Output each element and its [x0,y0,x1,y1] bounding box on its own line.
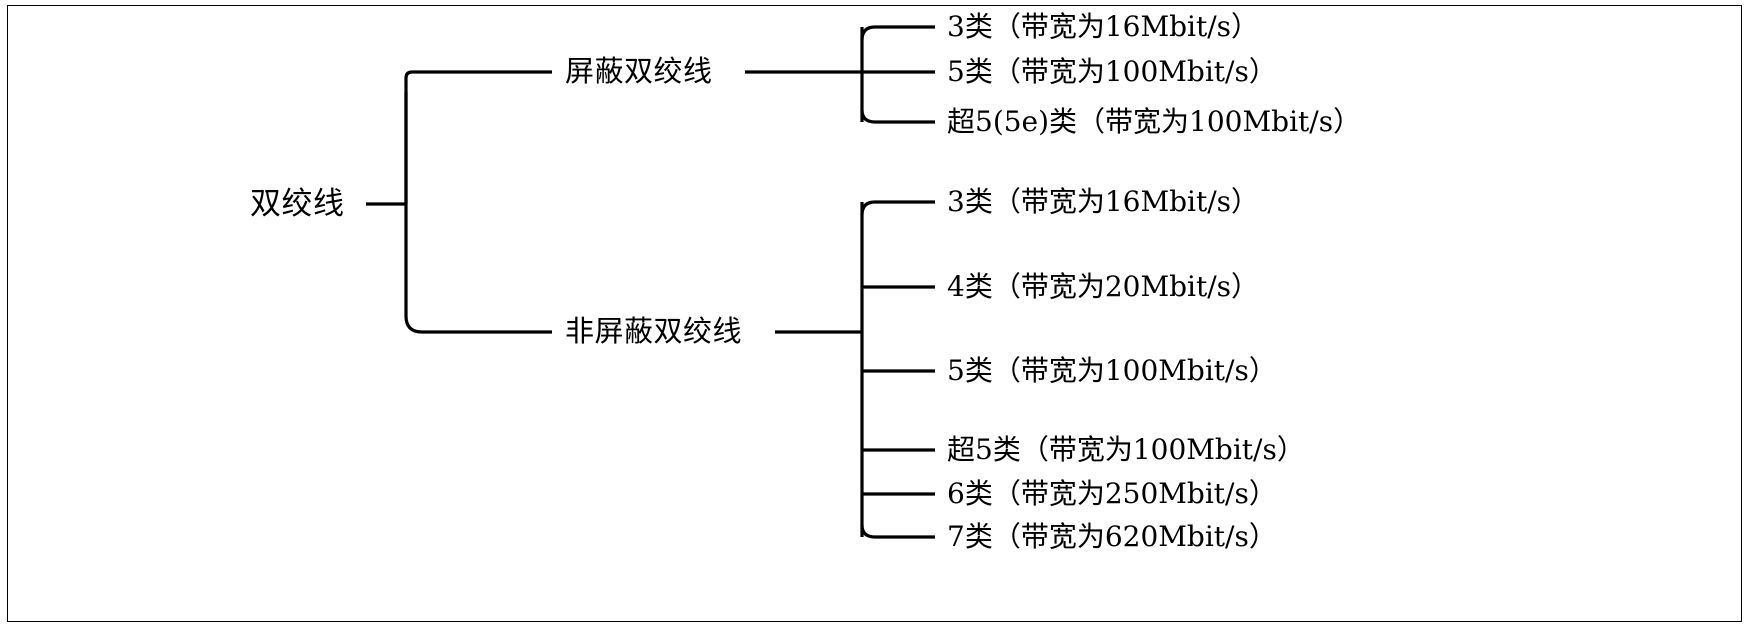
branch2-leaf6-line [860,524,935,539]
leaf-label-unshielded-cat6: 6类（带宽为250Mbit/s） [947,477,1277,510]
diagram-border [7,5,1742,622]
root-to-branch2-line [404,92,552,334]
leaf-label-shielded-cat5e: 超5(5e)类（带宽为100Mbit/s） [947,105,1362,138]
leaf-label-unshielded-cat5: 5类（带宽为100Mbit/s） [947,354,1277,387]
leaf-label-shielded-cat5: 5类（带宽为100Mbit/s） [947,55,1277,88]
branch1-leaf3-line [860,109,935,124]
root-node-label: 双绞线 [250,186,345,222]
branch2-leaf1-line [860,200,935,216]
leaf-label-unshielded-cat4: 4类（带宽为20Mbit/s） [947,270,1260,303]
leaf-label-unshielded-cat7: 7类（带宽为620Mbit/s） [947,520,1277,553]
root-to-branch1-line [404,70,552,92]
branch-label-unshielded: 非屏蔽双绞线 [565,314,743,348]
branch-label-shielded: 屏蔽双绞线 [565,54,713,88]
leaf-label-unshielded-cat3: 3类（带宽为16Mbit/s） [947,185,1260,218]
branch1-leaf1-line [860,25,935,41]
leaf-label-unshielded-cat5e: 超5类（带宽为100Mbit/s） [947,433,1305,466]
leaf-label-shielded-cat3: 3类（带宽为16Mbit/s） [947,10,1260,43]
